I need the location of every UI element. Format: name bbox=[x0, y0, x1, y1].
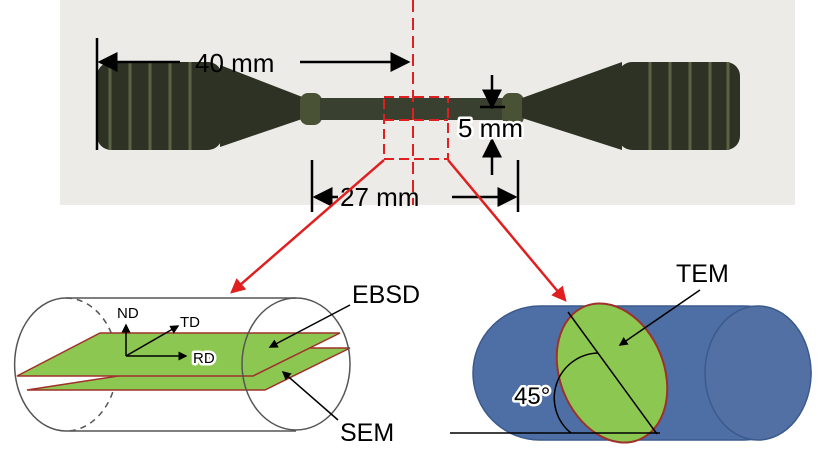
arrow-to-ebsd-sample bbox=[230, 159, 385, 294]
td-axis-label: TD bbox=[180, 314, 200, 331]
rd-axis-label: RD bbox=[193, 350, 215, 367]
length-label: 40 mm bbox=[195, 48, 274, 78]
sampling-region bbox=[383, 96, 449, 160]
angle-label: 45° bbox=[514, 383, 550, 410]
tensile-specimen bbox=[97, 62, 740, 150]
nd-axis-label: ND bbox=[117, 305, 139, 322]
arrow-to-tem-sample bbox=[447, 159, 567, 302]
diameter-label: 5 mm bbox=[458, 113, 523, 143]
ebsd-label: EBSD bbox=[352, 281, 420, 309]
tem-cylinder bbox=[450, 289, 812, 444]
tem-label: TEM bbox=[676, 260, 729, 288]
sem-label: SEM bbox=[340, 419, 394, 447]
